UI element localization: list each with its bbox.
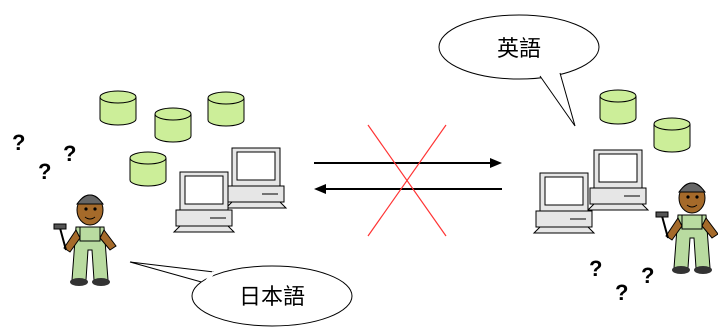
speech-bubble-right: 英語 (438, 14, 600, 127)
database-icon (207, 91, 245, 127)
database-icon (599, 89, 637, 125)
worker-figure-right (655, 182, 718, 275)
speech-bubble-left: 日本語 (129, 261, 353, 327)
computer-icon (533, 172, 595, 234)
database-icon (653, 117, 691, 153)
question-mark: ? (12, 130, 25, 155)
database-icon (154, 107, 192, 143)
question-mark: ? (63, 141, 76, 166)
arrow-right (314, 158, 502, 168)
database-icon (99, 90, 137, 126)
left-language-label: 日本語 (239, 285, 305, 310)
question-mark: ? (641, 263, 654, 288)
worker-figure-left (53, 194, 117, 287)
computer-icon (587, 149, 649, 211)
arrow-left (314, 184, 502, 194)
blocked-cross (367, 124, 447, 237)
computer-icon (173, 171, 235, 233)
right-language-label: 英語 (497, 37, 541, 62)
computer-icon (225, 147, 287, 209)
question-mark: ? (589, 256, 602, 281)
question-mark: ? (38, 159, 51, 184)
database-icon (129, 151, 167, 187)
question-mark: ? (615, 280, 628, 305)
